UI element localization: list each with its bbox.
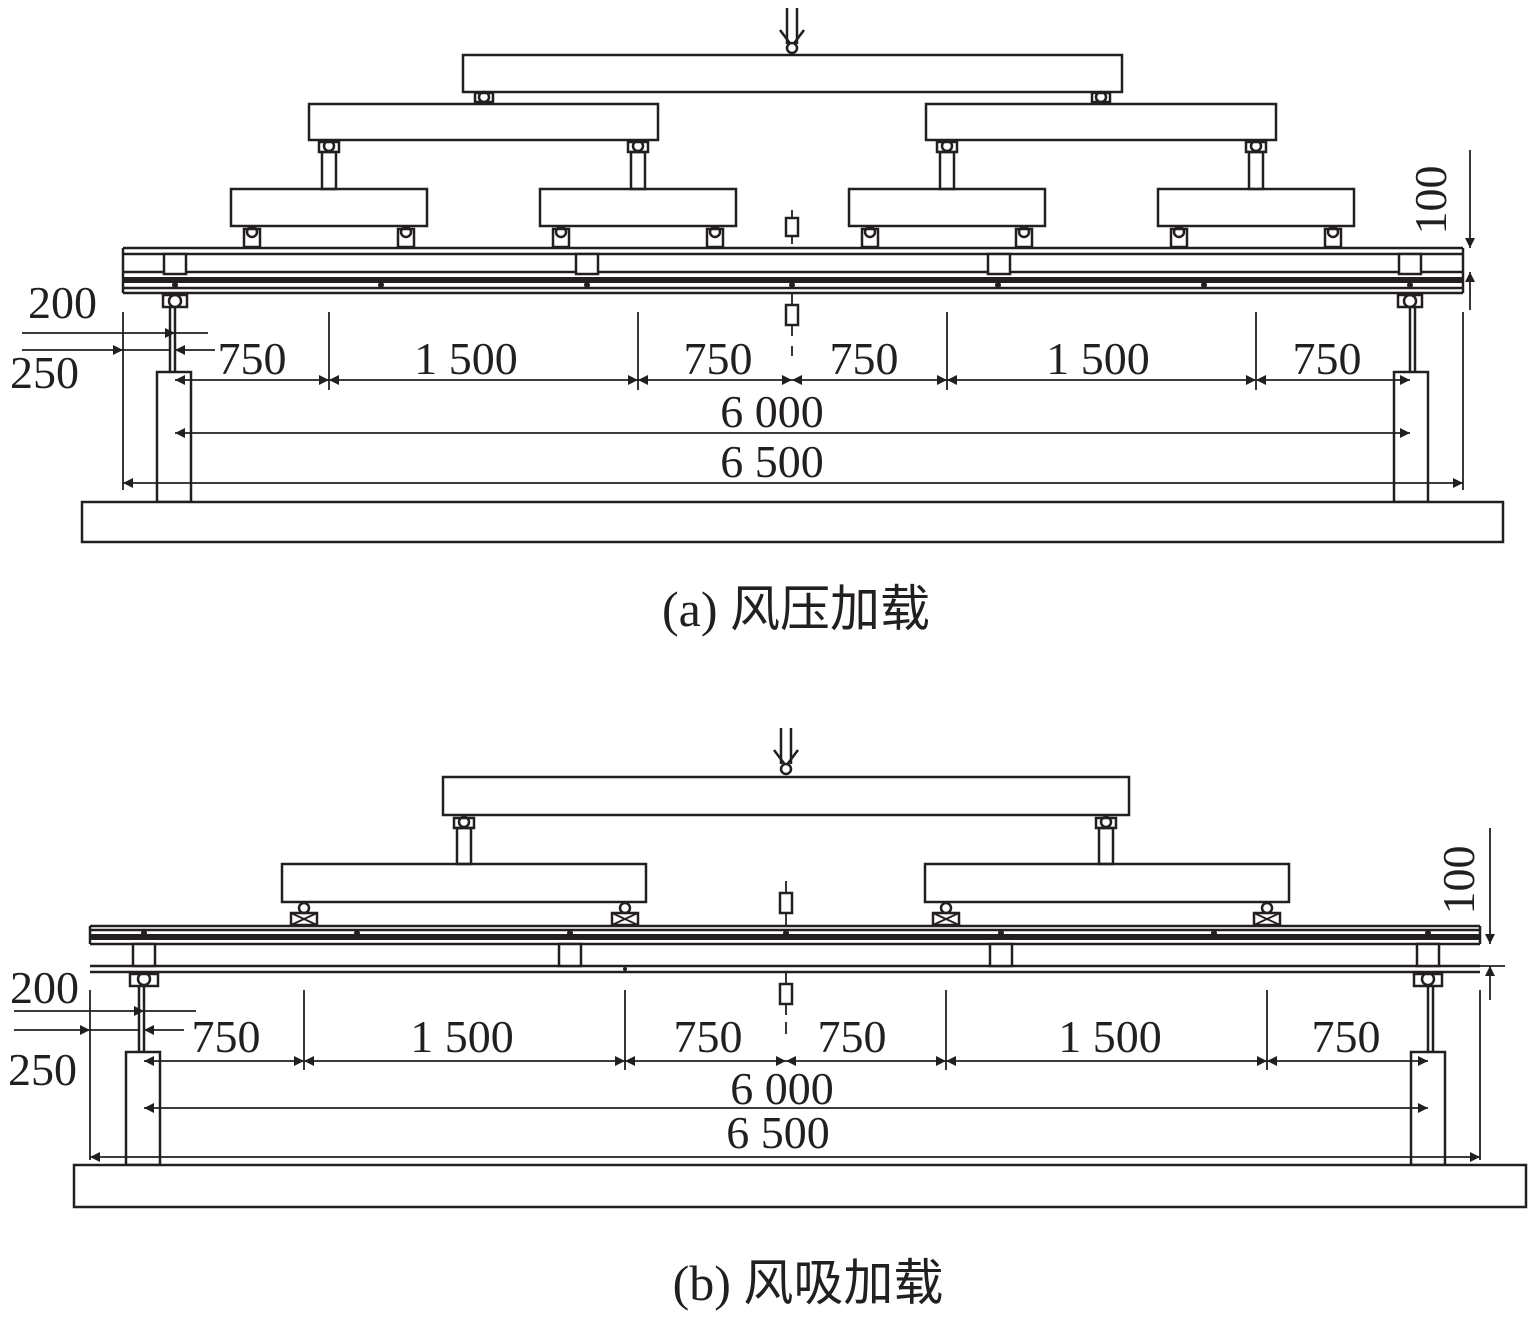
offset-label-a-200: 200	[28, 277, 97, 328]
offset-label-b-250: 250	[8, 1044, 77, 1095]
specimen-panel-a	[121, 246, 1465, 295]
fixture-support-b	[289, 901, 1282, 927]
spreader-beam-low-3-a	[847, 187, 1047, 228]
spreader-beam-low-2-a	[538, 187, 738, 228]
total-outer-label-b: 6 500	[726, 1107, 830, 1158]
offset-arrows-b	[14, 1006, 196, 1035]
total-inner-label-b: 6 000	[730, 1063, 834, 1114]
spreader-beam-top-b	[441, 775, 1131, 817]
load-arrow-a	[779, 8, 805, 55]
spreader-beam-low-left-b	[280, 862, 648, 904]
spreader-beam-low-1-a	[229, 187, 429, 228]
hinge-support-a	[473, 90, 1112, 104]
spreader-beam-low-right-b	[923, 862, 1291, 904]
load-arrow-b	[773, 728, 799, 776]
span-label-a-5: 1 500	[1046, 333, 1150, 384]
depth-dimension-b	[1480, 828, 1505, 1000]
displacement-gauge-a	[784, 210, 800, 356]
total-inner-label-a: 6 000	[720, 386, 824, 437]
caption-b: (b) 风吸加载	[673, 1255, 944, 1311]
span-label-a-3: 750	[684, 333, 753, 384]
displacement-gauge-b	[778, 881, 794, 1034]
spreader-beam-low-4-a	[1156, 187, 1356, 228]
total-outer-label-a: 6 500	[720, 436, 824, 487]
span-label-b-2: 1 500	[410, 1011, 514, 1062]
end-support-b	[128, 971, 1444, 1052]
offset-label-a-250: 250	[10, 347, 79, 398]
base-slab-b	[72, 1163, 1528, 1209]
span-label-b-4: 750	[818, 1011, 887, 1062]
panel-b: 750 1 500 750 750 1 500 750 6 000 6 500 …	[8, 728, 1528, 1311]
span-label-a-2: 1 500	[414, 333, 518, 384]
span-label-b-3: 750	[674, 1011, 743, 1062]
depth-label-b: 100	[1433, 846, 1484, 915]
offset-arrows-a	[22, 328, 215, 355]
panel-a: 750 1 500 750 750 1 500 750 6 000 6 500 …	[10, 8, 1505, 637]
base-slab-a	[80, 500, 1505, 544]
caption-a: (a) 风压加载	[662, 581, 930, 637]
specimen-panel-b	[88, 924, 1482, 974]
extension-lines-a	[122, 312, 1464, 490]
spreader-beam-mid-left-a	[307, 102, 660, 142]
span-label-a-1: 750	[218, 333, 287, 384]
depth-label-a: 100	[1405, 166, 1456, 235]
post-a	[317, 139, 1268, 191]
span-label-a-6: 750	[1293, 333, 1362, 384]
span-label-b-6: 750	[1312, 1011, 1381, 1062]
offset-label-b-200: 200	[10, 962, 79, 1013]
spreader-beam-top-a	[461, 53, 1124, 94]
span-label-b-1: 750	[192, 1011, 261, 1062]
post-b	[452, 815, 1118, 866]
span-label-a-4: 750	[830, 333, 899, 384]
span-dimension-lines-b	[90, 1056, 1480, 1162]
spreader-beam-mid-right-a	[924, 102, 1278, 142]
end-support-a	[161, 293, 1424, 372]
span-dimension-lines-a	[123, 375, 1463, 488]
span-label-b-5: 1 500	[1058, 1011, 1162, 1062]
